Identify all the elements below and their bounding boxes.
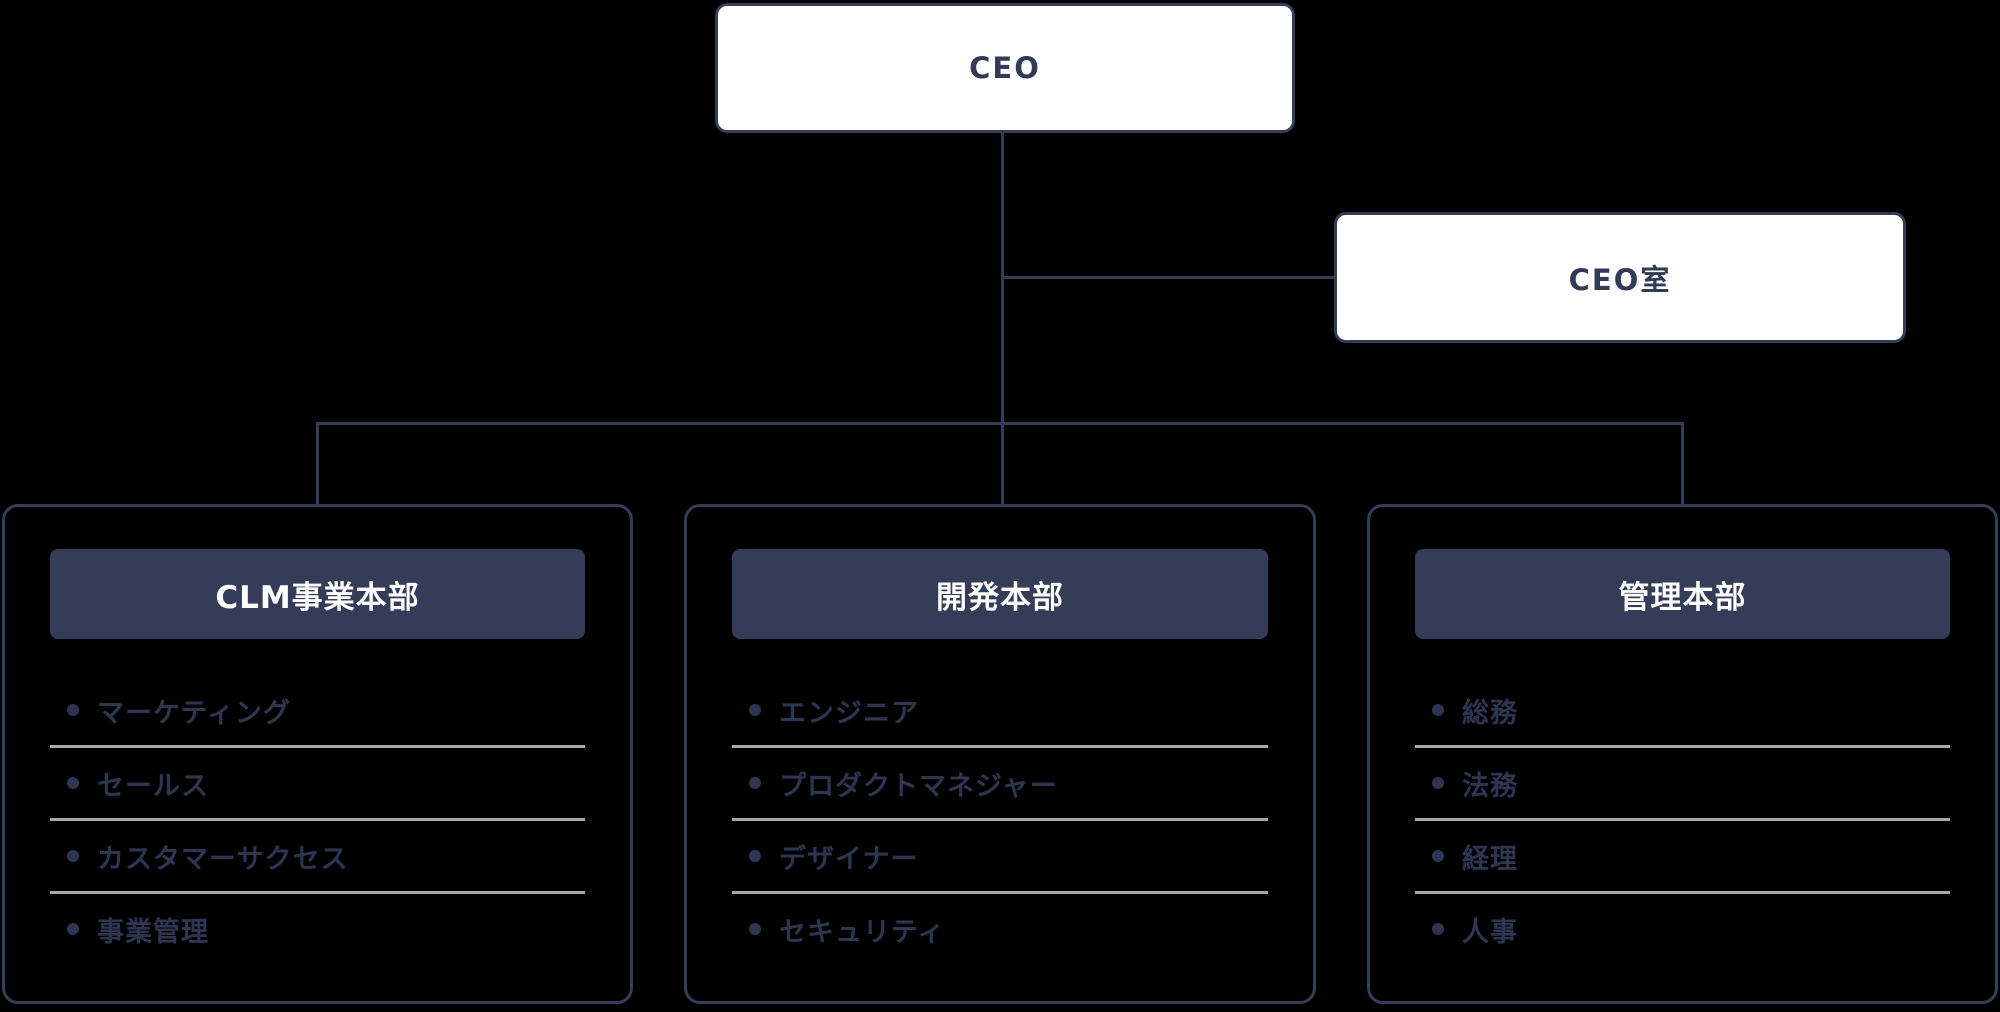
divider <box>732 818 1268 821</box>
ceo-label: CEO <box>969 51 1041 85</box>
department-header: 開発本部 <box>732 549 1268 639</box>
team-label: 経理 <box>1462 843 1518 875</box>
team-item: エンジニア <box>687 675 1313 745</box>
department-title: 開発本部 <box>936 579 1064 616</box>
divider <box>732 891 1268 894</box>
team-label: 人事 <box>1462 916 1518 948</box>
connector-drop-clm <box>316 422 319 507</box>
department-title: CLM事業本部 <box>215 579 420 616</box>
team-label: カスタマーサクセス <box>97 843 349 875</box>
team-label: セールス <box>97 770 209 802</box>
ceo-node: CEO <box>715 3 1295 133</box>
ceo-office-label: CEO室 <box>1568 262 1672 297</box>
divider <box>732 745 1268 748</box>
team-label: デザイナー <box>779 843 919 875</box>
department-card-admin: 管理本部 総務 法務 経理 人事 <box>1367 504 1998 1004</box>
team-item: プロダクトマネジャー <box>687 748 1313 818</box>
bullet-icon <box>749 777 761 789</box>
connector-horizontal-bus <box>316 422 1684 425</box>
team-label: 法務 <box>1462 770 1518 802</box>
divider <box>50 891 585 894</box>
team-item: デザイナー <box>687 821 1313 891</box>
team-item: 法務 <box>1370 748 1995 818</box>
bullet-icon <box>1432 777 1444 789</box>
team-item: セキュリティ <box>687 894 1313 964</box>
connector-drop-dev <box>1001 422 1004 507</box>
team-list: マーケティング セールス カスタマーサクセス 事業管理 <box>5 675 630 964</box>
team-label: セキュリティ <box>779 916 946 948</box>
bullet-icon <box>1432 850 1444 862</box>
team-item: 人事 <box>1370 894 1995 964</box>
department-title: 管理本部 <box>1618 579 1747 616</box>
team-label: エンジニア <box>779 697 919 729</box>
bullet-icon <box>67 850 79 862</box>
team-item: 総務 <box>1370 675 1995 745</box>
bullet-icon <box>67 704 79 716</box>
team-item: マーケティング <box>5 675 630 745</box>
divider <box>1415 745 1950 748</box>
connector-drop-admin <box>1681 422 1684 507</box>
bullet-icon <box>749 704 761 716</box>
team-list: 総務 法務 経理 人事 <box>1370 675 1995 964</box>
divider <box>1415 818 1950 821</box>
bullet-icon <box>67 923 79 935</box>
team-label: 総務 <box>1462 697 1518 729</box>
bullet-icon <box>1432 704 1444 716</box>
connector-ceo-trunk <box>1001 133 1004 425</box>
team-item: 経理 <box>1370 821 1995 891</box>
bullet-icon <box>67 777 79 789</box>
team-item: 事業管理 <box>5 894 630 964</box>
team-label: マーケティング <box>97 697 291 729</box>
team-label: プロダクトマネジャー <box>779 770 1058 802</box>
department-card-development: 開発本部 エンジニア プロダクトマネジャー デザイナー セキュリティ <box>684 504 1316 1004</box>
department-header: 管理本部 <box>1415 549 1950 639</box>
divider <box>50 745 585 748</box>
team-item: カスタマーサクセス <box>5 821 630 891</box>
bullet-icon <box>749 923 761 935</box>
ceo-office-node: CEO室 <box>1334 212 1906 343</box>
connector-ceo-office-branch <box>1001 276 1334 279</box>
team-label: 事業管理 <box>97 916 209 948</box>
bullet-icon <box>749 850 761 862</box>
team-list: エンジニア プロダクトマネジャー デザイナー セキュリティ <box>687 675 1313 964</box>
divider <box>50 818 585 821</box>
department-header: CLM事業本部 <box>50 549 585 639</box>
department-card-clm: CLM事業本部 マーケティング セールス カスタマーサクセス 事業管理 <box>2 504 633 1004</box>
bullet-icon <box>1432 923 1444 935</box>
team-item: セールス <box>5 748 630 818</box>
divider <box>1415 891 1950 894</box>
